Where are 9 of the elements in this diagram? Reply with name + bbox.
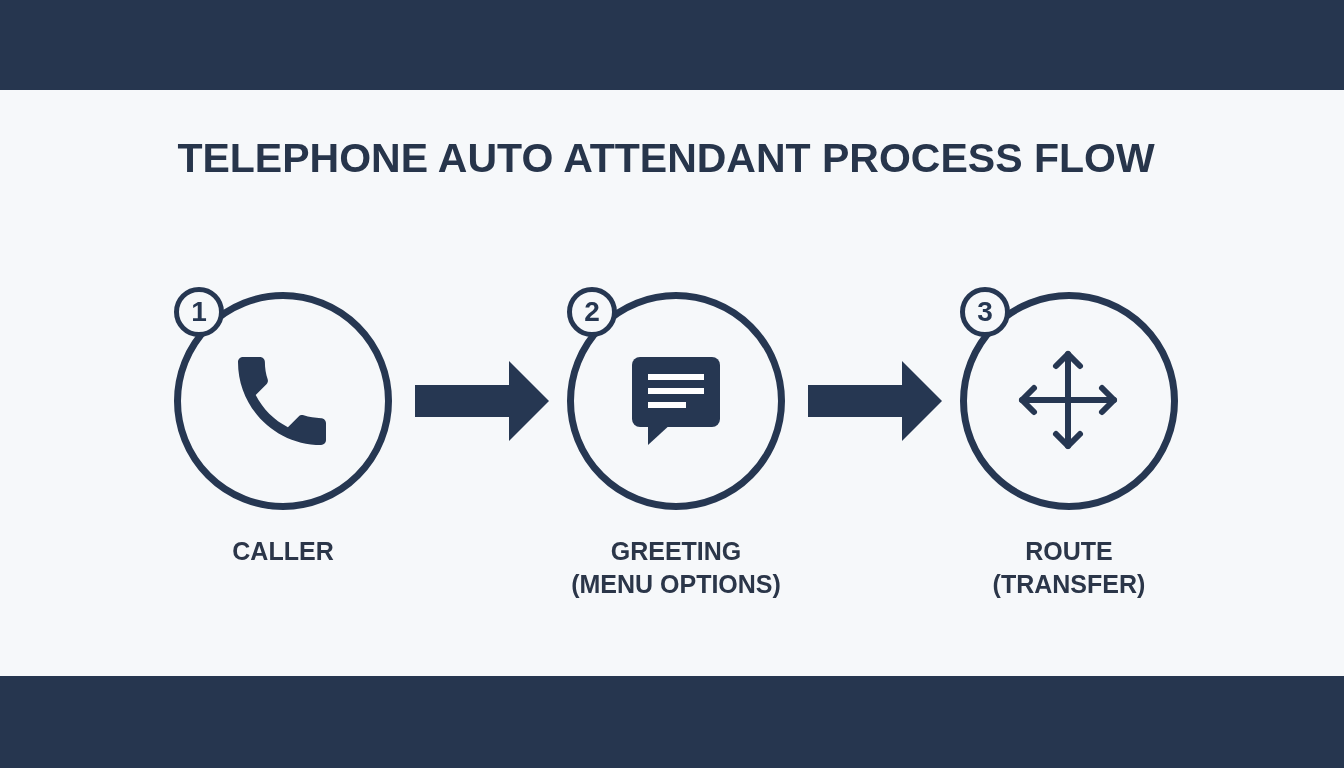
step-label: ROUTE (TRANSFER) — [991, 536, 1147, 600]
block-arrow — [808, 361, 942, 441]
step-label: GREETING (MENU OPTIONS) — [570, 536, 782, 600]
step-number-badge: 3 — [960, 287, 1010, 337]
diagram-title: TELEPHONE AUTO ATTENDANT PROCESS FLOW — [177, 135, 1155, 182]
block-arrow — [415, 361, 549, 441]
step-number-badge: 2 — [567, 287, 617, 337]
step-label: CALLER — [232, 536, 334, 567]
step-number-badge: 1 — [174, 287, 224, 337]
